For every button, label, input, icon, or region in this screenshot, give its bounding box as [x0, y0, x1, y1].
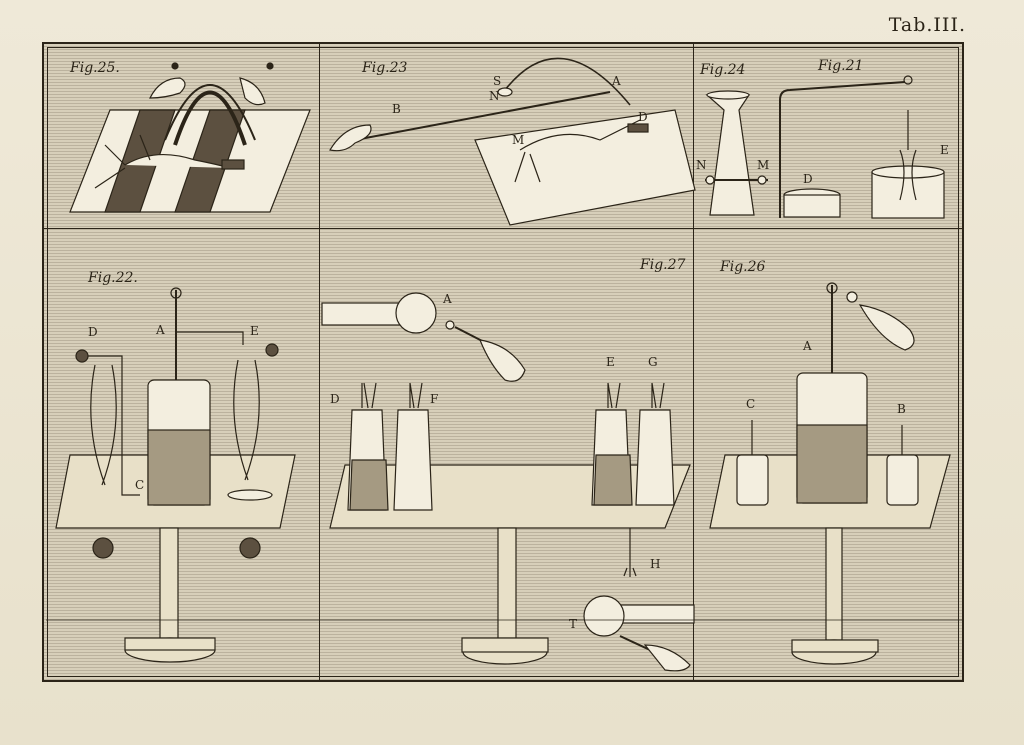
- fig24-illustration: [705, 90, 768, 216]
- fig26-letter-b: B: [897, 402, 906, 416]
- fig27-letter-g: G: [648, 355, 658, 369]
- fig26-illustration: [709, 282, 951, 665]
- fig27-illustration: [321, 292, 695, 672]
- divider-right: [693, 44, 694, 680]
- fig27-letter-d: D: [330, 392, 340, 406]
- fig27-letter-f: F: [430, 392, 439, 406]
- fig25-illustration: [69, 62, 311, 213]
- fig23-illustration: [329, 57, 696, 226]
- fig21-label: Fig.21: [818, 58, 864, 74]
- fig27-letter-a: A: [443, 292, 452, 306]
- fig21-letter-d: D: [803, 172, 813, 186]
- fig22-letter-c: C: [135, 478, 145, 492]
- divider-middle: [44, 228, 962, 229]
- fig27-letter-e: E: [606, 355, 615, 369]
- fig22-label: Fig.22.: [88, 270, 138, 286]
- fig26-letter-c: C: [746, 397, 756, 411]
- fig21-letter-e: E: [940, 143, 949, 157]
- fig22-letter-e: E: [250, 324, 259, 338]
- fig21-illustration: [779, 75, 945, 219]
- fig24-letter-n: N: [696, 158, 707, 172]
- fig23-letter-n: N: [489, 89, 500, 103]
- plate-inner-border: [47, 47, 959, 677]
- fig27-letter-t: T: [569, 617, 578, 631]
- fig23-letter-m: M: [512, 133, 525, 147]
- fig23-letter-a: A: [612, 74, 621, 88]
- fig23-label: Fig.23: [362, 60, 408, 76]
- divider-left: [319, 44, 320, 680]
- fig27-label: Fig.27: [640, 257, 686, 273]
- fig27-letter-h: H: [650, 557, 661, 571]
- fig23-letter-b: B: [392, 102, 401, 116]
- fig25-label: Fig.25.: [70, 60, 120, 76]
- fig23-letter-s: S: [493, 74, 502, 88]
- fig26-letter-a: A: [803, 339, 812, 353]
- fig22-letter-a: A: [156, 323, 165, 337]
- fig24-letter-m: M: [757, 158, 770, 172]
- fig23-letter-d: D: [638, 110, 648, 124]
- plate-title: Tab.III.: [888, 14, 966, 36]
- fig22-illustration: [55, 287, 296, 663]
- fig24-label: Fig.24: [700, 62, 746, 78]
- fig26-label: Fig.26: [720, 259, 766, 275]
- fig22-letter-d: D: [88, 325, 98, 339]
